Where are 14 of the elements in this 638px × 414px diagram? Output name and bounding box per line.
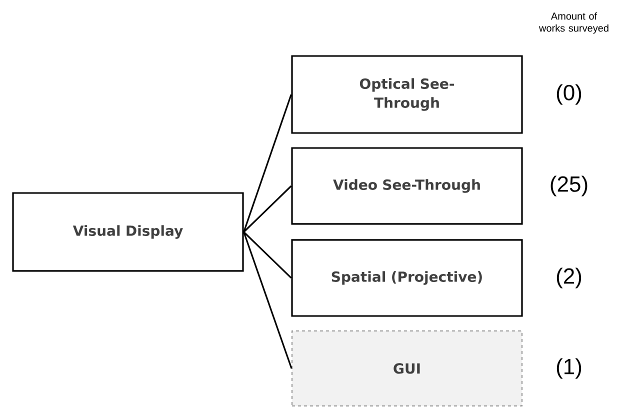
category-box: Video See-Through <box>291 147 523 225</box>
category-box: Visual Display <box>12 192 244 272</box>
count-label: (1) <box>556 358 582 379</box>
column-header: Amount of works surveyed <box>538 12 608 34</box>
connector-line <box>243 94 292 232</box>
connector-line <box>243 232 292 369</box>
connector-line <box>243 231 292 279</box>
category-box: Optical See-Through <box>291 55 523 134</box>
category-box: GUI <box>292 330 522 406</box>
count-label: (25) <box>550 176 588 196</box>
category-box: Spatial (Projective) <box>291 239 523 317</box>
count-label: (2) <box>556 268 582 288</box>
count-label: (0) <box>556 84 582 105</box>
connector-line <box>243 185 292 233</box>
